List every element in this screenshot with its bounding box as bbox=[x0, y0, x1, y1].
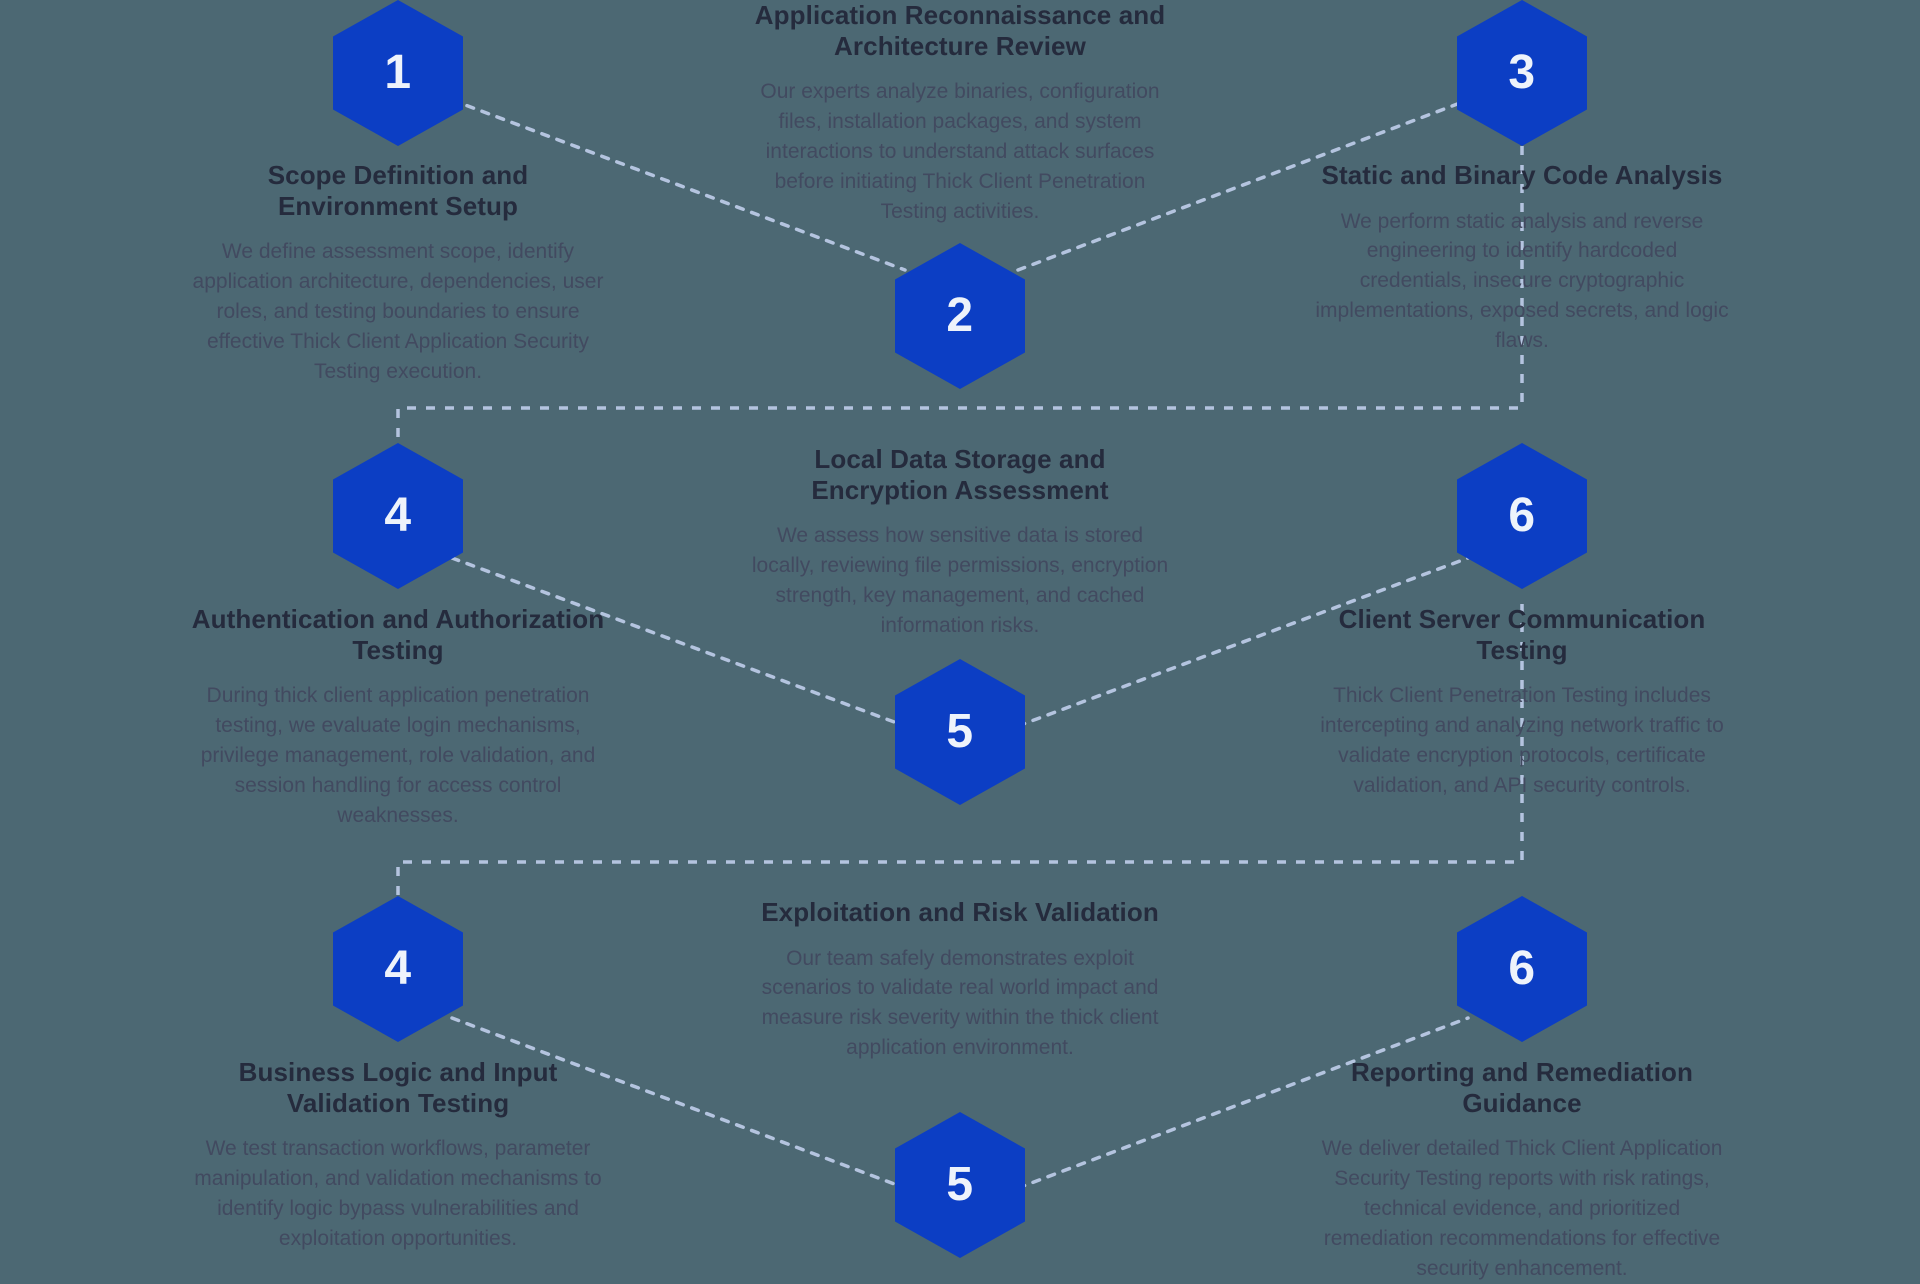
step-badge-5[interactable]: 5 bbox=[895, 659, 1025, 805]
step-number-6: 6 bbox=[1508, 489, 1536, 542]
step-description-6: Thick Client Penetration Testing include… bbox=[1320, 684, 1724, 797]
step-block-5: Local Data Storage and Encryption Assess… bbox=[750, 444, 1170, 641]
step-title-5: Local Data Storage and Encryption Assess… bbox=[811, 444, 1109, 505]
step-block-9: Reporting and Remediation Guidance We de… bbox=[1312, 1057, 1732, 1283]
step-number-2: 2 bbox=[946, 289, 974, 342]
step-badge-3[interactable]: 3 bbox=[1457, 0, 1587, 146]
step-badge-4[interactable]: 4 bbox=[333, 443, 463, 589]
step-description-5: We assess how sensitive data is stored l… bbox=[751, 524, 1169, 637]
step-block-7: Business Logic and Input Validation Test… bbox=[188, 1057, 608, 1254]
step-number-8: 5 bbox=[946, 1158, 974, 1211]
step-description-4: During thick client application penetrat… bbox=[200, 684, 596, 827]
step-description-7: We test transaction workflows, parameter… bbox=[194, 1137, 602, 1250]
step-title-7: Business Logic and Input Validation Test… bbox=[238, 1057, 558, 1118]
step-description-8: Our team safely demonstrates exploit sce… bbox=[761, 946, 1159, 1060]
step-badge-8[interactable]: 5 bbox=[895, 1112, 1025, 1258]
step-title-9: Reporting and Remediation Guidance bbox=[1351, 1057, 1693, 1118]
step-number-5: 5 bbox=[946, 705, 974, 758]
step-block-2: Application Reconnaissance and Architect… bbox=[750, 0, 1170, 226]
step-title-3: Static and Binary Code Analysis bbox=[1321, 160, 1723, 190]
step-description-3: We perform static analysis and reverse e… bbox=[1315, 209, 1729, 352]
step-block-3: Static and Binary Code Analysis We perfo… bbox=[1312, 160, 1732, 356]
step-number-3: 3 bbox=[1508, 46, 1536, 99]
step-block-1: Scope Definition and Environment Setup W… bbox=[188, 160, 608, 386]
step-description-9: We deliver detailed Thick Client Applica… bbox=[1321, 1137, 1723, 1280]
step-number-7: 4 bbox=[384, 942, 412, 995]
step-description-2: Our experts analyze binaries, configurat… bbox=[760, 80, 1160, 223]
step-title-2: Application Reconnaissance and Architect… bbox=[754, 0, 1166, 61]
step-title-1: Scope Definition and Environment Setup bbox=[267, 160, 529, 221]
step-title-6: Client Server Communication Testing bbox=[1338, 604, 1706, 665]
step-number-4: 4 bbox=[384, 489, 412, 542]
step-badge-9[interactable]: 6 bbox=[1457, 896, 1587, 1042]
step-badge-6[interactable]: 6 bbox=[1457, 443, 1587, 589]
step-title-4: Authentication and Authorization Testing bbox=[191, 604, 605, 665]
step-title-8: Exploitation and Risk Validation bbox=[761, 897, 1159, 927]
step-badge-2[interactable]: 2 bbox=[895, 243, 1025, 389]
step-number-9: 6 bbox=[1508, 942, 1536, 995]
step-number-1: 1 bbox=[384, 46, 412, 99]
step-block-4: Authentication and Authorization Testing… bbox=[188, 604, 608, 830]
step-badge-7[interactable]: 4 bbox=[333, 896, 463, 1042]
step-badge-1[interactable]: 1 bbox=[333, 0, 463, 146]
step-block-8: Exploitation and Risk Validation Our tea… bbox=[750, 897, 1170, 1063]
step-block-6: Client Server Communication Testing Thic… bbox=[1312, 604, 1732, 801]
step-description-1: We define assessment scope, identify app… bbox=[192, 240, 604, 383]
